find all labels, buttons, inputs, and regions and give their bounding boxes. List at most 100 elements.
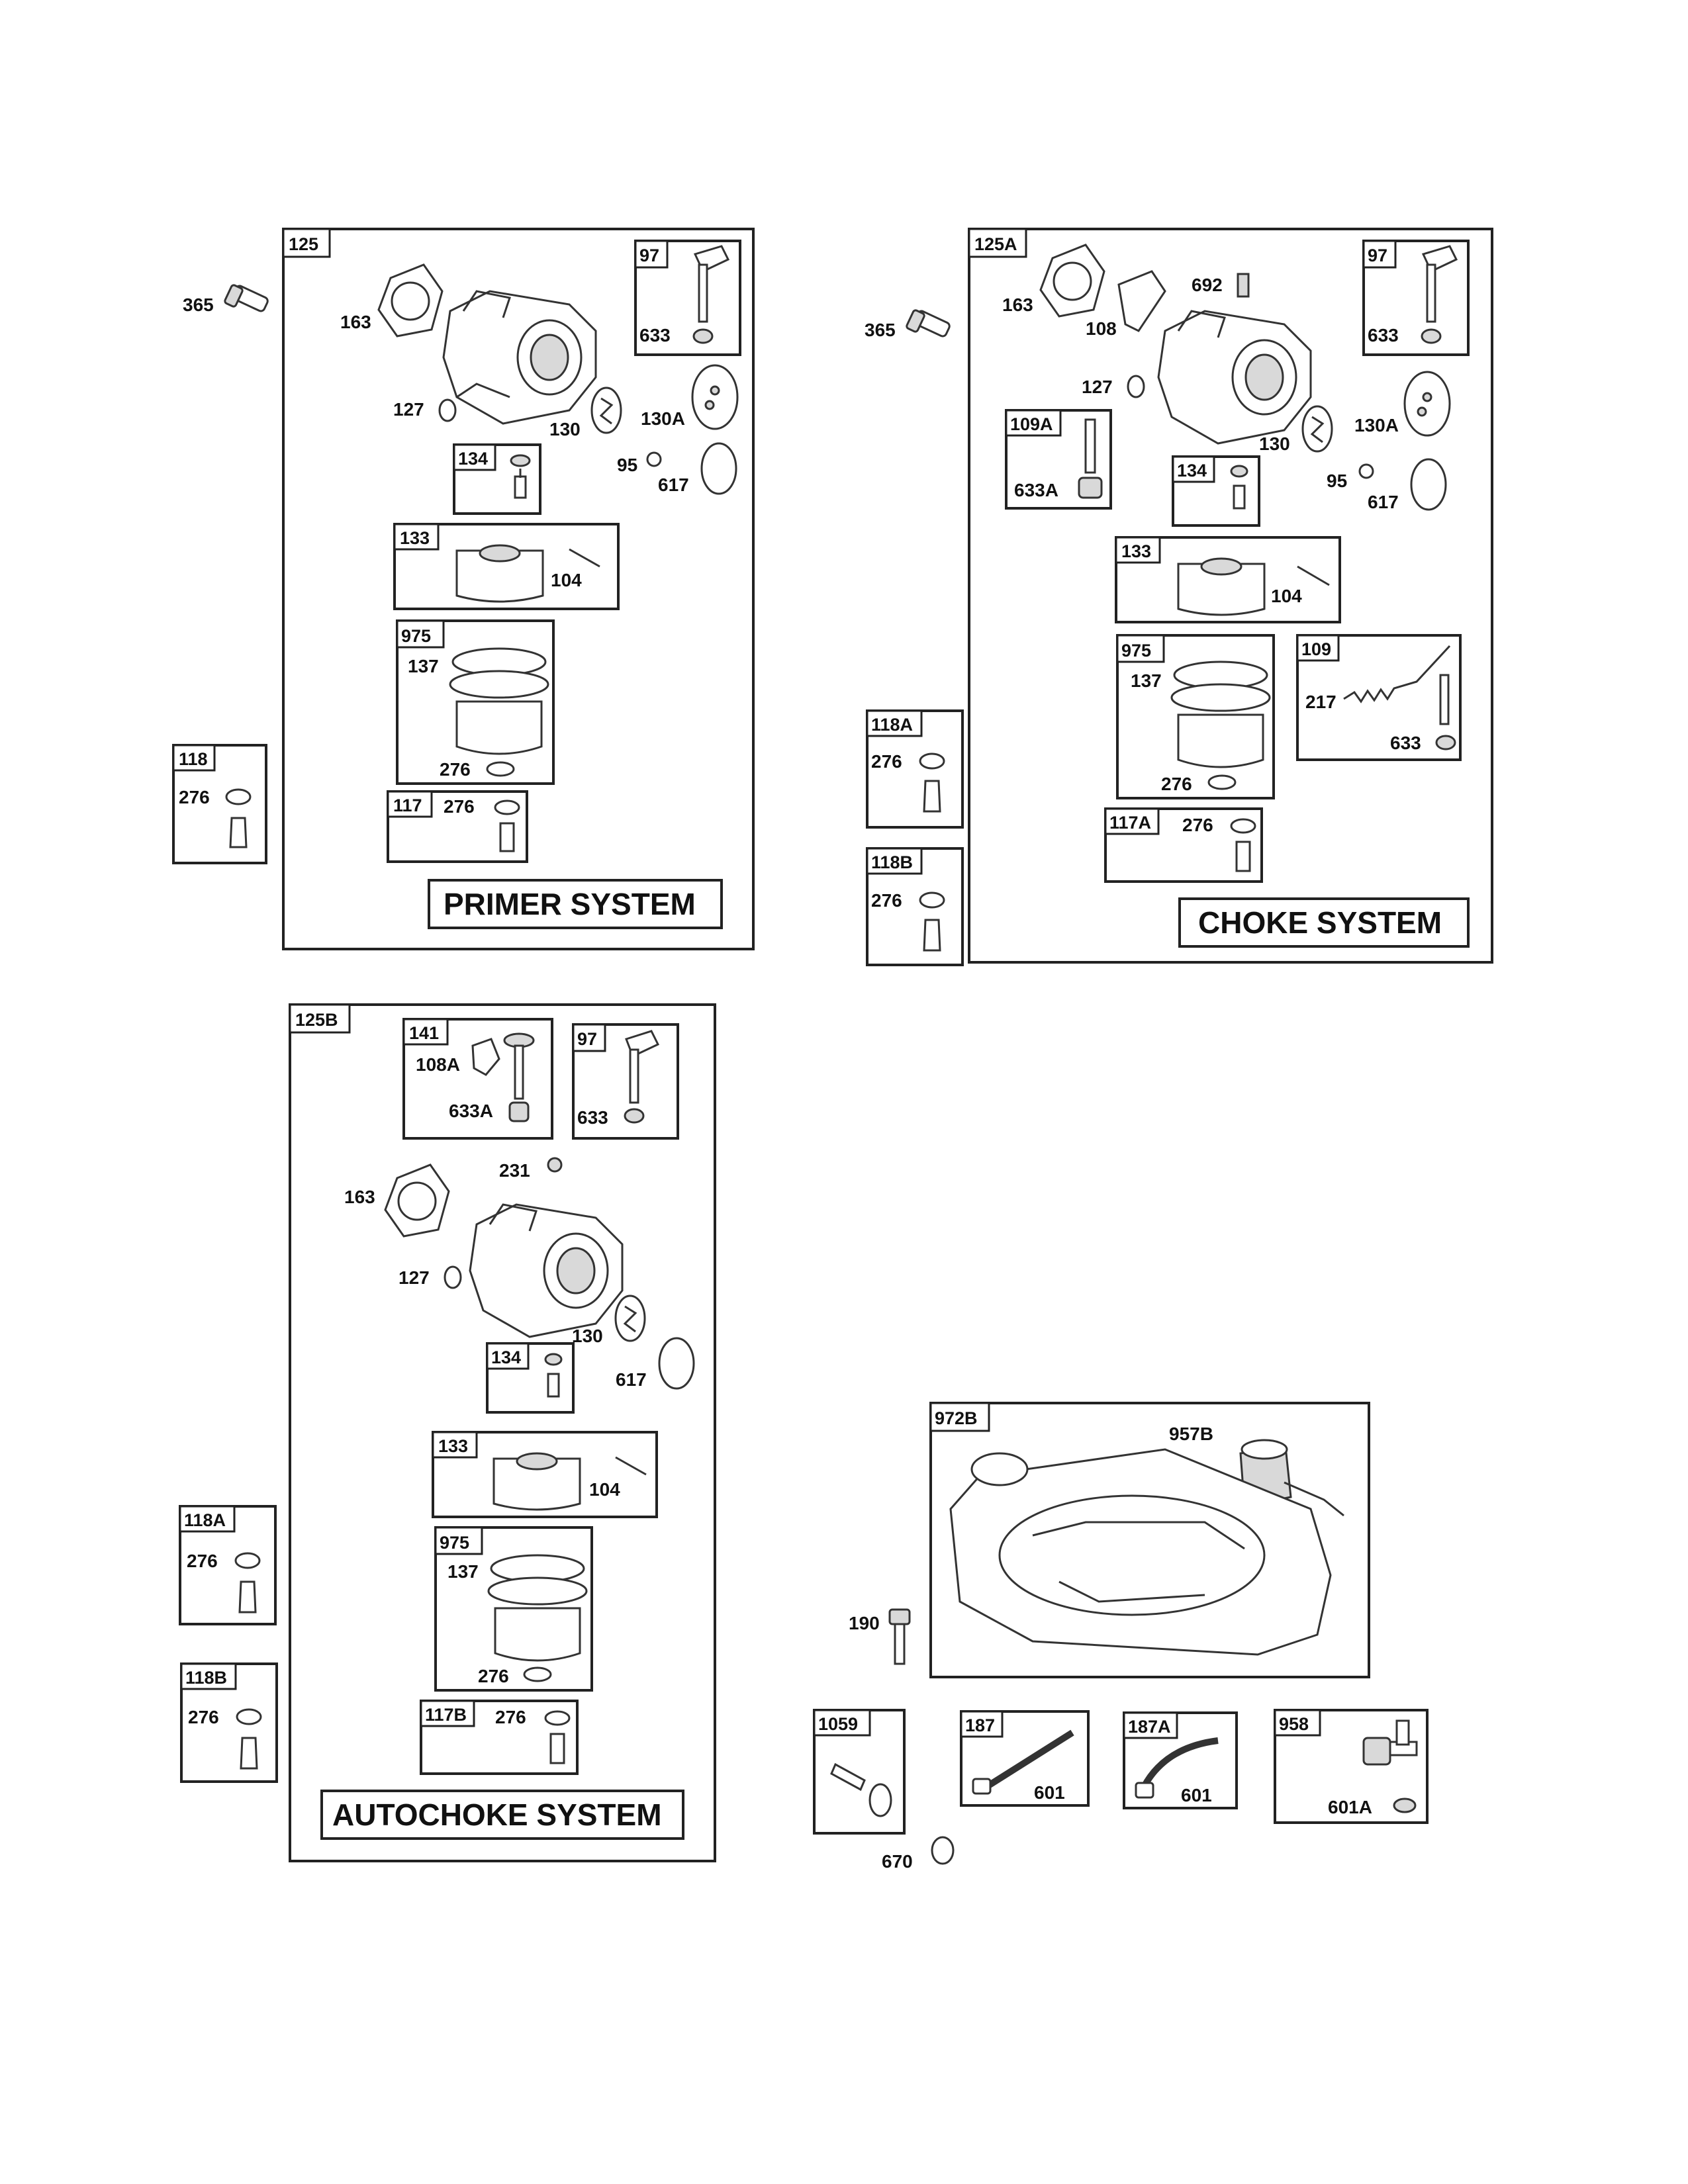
bolt-icon (923, 919, 941, 952)
autochoke-box-975: 975 137 276 (434, 1526, 593, 1692)
fuel-line-icon (1135, 1737, 1219, 1799)
bolt-icon (1235, 841, 1251, 872)
primer-oring-label: 127 (393, 399, 424, 420)
choke-box-118A: 118A 276 (866, 709, 964, 829)
choke-box-975: 975 137 276 (1116, 634, 1275, 799)
float-icon (455, 544, 544, 603)
seal-ring-icon (658, 1337, 695, 1390)
autochoke-b141-p1-label: 108A (416, 1054, 460, 1075)
needle-valve-icon (544, 1353, 563, 1398)
gasket-ring-icon (919, 752, 945, 770)
tank-box-187: 187 601 (960, 1710, 1090, 1807)
float-bowl-icon (1170, 660, 1271, 768)
needle-valve-icon (510, 454, 531, 499)
choke-lever-label: 108 (1086, 318, 1117, 339)
carburetor-body-icon (1157, 310, 1312, 445)
clamp-icon (1393, 1797, 1417, 1813)
primer-box-975: 975 137 276 (396, 619, 555, 785)
choke-b133-ref: 133 (1121, 541, 1151, 561)
tank-b187-ref: 187 (965, 1715, 995, 1735)
primer-box-133: 133 104 (393, 523, 620, 610)
fuel-tank-group: 972B 957B 190 1059 (813, 1402, 1429, 1872)
autochoke-b118A-ref: 118A (184, 1510, 226, 1530)
choke-lever-icon (1117, 270, 1166, 332)
autochoke-b141-ref: 141 (409, 1023, 439, 1043)
primer-box-97: 97 633 (634, 240, 741, 356)
tank-b1059-ref: 1059 (818, 1714, 858, 1734)
float-pin-icon (569, 548, 600, 568)
choke-box-117A: 117A 276 (1104, 807, 1263, 883)
choke-b117A-part-label: 276 (1182, 815, 1213, 835)
autochoke-box-133: 133 104 (432, 1431, 658, 1518)
fuel-line-icon (972, 1729, 1074, 1795)
autochoke-box-117B: 117B 276 (420, 1700, 579, 1775)
primer-box-118: 118 276 (172, 744, 267, 864)
choke-b109-p2-label: 633 (1390, 733, 1421, 753)
gasket-ring-icon (225, 788, 252, 805)
shaft-icon (692, 245, 730, 344)
oring-icon (438, 398, 457, 422)
choke-b118A-ref: 118A (871, 715, 913, 735)
gasket-ring-icon (523, 1666, 552, 1682)
primer-box-134: 134 (453, 443, 541, 515)
bolt-icon (549, 1733, 565, 1764)
choke-plate-icon (1301, 405, 1333, 453)
choke-system-group: 125A 365 163 108 692 127 130 130A (865, 228, 1493, 966)
choke-b975-p1-label: 137 (1131, 670, 1162, 691)
gasket-icon (377, 263, 444, 338)
screw-icon (547, 1157, 563, 1173)
autochoke-b117B-part-label: 276 (495, 1707, 526, 1727)
primer-screw-label: 365 (183, 295, 214, 315)
choke-box-109: 109 217 633 (1296, 634, 1462, 761)
autochoke-system-group: 125B 141 108A 633A 97 633 (179, 1003, 716, 1862)
primer-plate-icon (590, 387, 622, 434)
choke-b118B-ref: 118B (871, 852, 913, 872)
shaft-icon (503, 1032, 535, 1122)
float-bowl-icon (449, 647, 549, 755)
gasket-ring-icon (1207, 774, 1237, 790)
choke-plate-icon (614, 1295, 646, 1342)
primer-b975-p2-label: 276 (440, 759, 471, 780)
primer-seal-label: 617 (658, 475, 689, 495)
gasket-ring-icon (1230, 818, 1256, 834)
choke-b117A-ref: 117A (1109, 813, 1151, 833)
gasket-ring-icon (236, 1708, 262, 1725)
choke-b97-part-label: 633 (1368, 325, 1399, 345)
autochoke-b133-ref: 133 (438, 1436, 468, 1456)
choke-pin-label: 104 (1271, 586, 1302, 606)
gasket-ring-icon (494, 799, 520, 815)
shaft-icon (624, 1030, 660, 1124)
primer-b97-part-label: 633 (639, 325, 671, 345)
primer-b133-ref: 133 (400, 528, 430, 548)
choke-lever-icon (471, 1038, 500, 1076)
primer-box-117: 117 276 (387, 790, 528, 863)
tank-box-1059: 1059 (813, 1709, 906, 1835)
autochoke-b118B-part-label: 276 (188, 1707, 219, 1727)
primer-ref-tag (282, 228, 331, 258)
oring-icon (1127, 375, 1145, 398)
choke-box-133: 133 104 (1115, 536, 1341, 623)
screw-icon (224, 284, 269, 312)
gasket-ring-icon (931, 1836, 955, 1865)
primer-plate2-label: 130A (641, 408, 685, 429)
autochoke-box-141: 141 108A 633A (402, 1018, 553, 1140)
autochoke-box-118B: 118B 276 (180, 1662, 278, 1783)
choke-plate2-label: 130A (1354, 415, 1399, 435)
gasket-ring-icon (234, 1552, 261, 1569)
choke-plate-label: 130 (1259, 433, 1290, 454)
oring-icon (444, 1265, 462, 1289)
choke-system-frame (968, 228, 1493, 964)
primer-b118-ref: 118 (179, 749, 208, 769)
shaft-icon (1421, 245, 1458, 344)
tank-b187A-ref: 187A (1128, 1717, 1171, 1737)
shaft-icon (1078, 418, 1103, 499)
seal-ring-icon (1410, 458, 1447, 511)
carburetor-body-icon (469, 1203, 624, 1338)
autochoke-gasket-label: 163 (344, 1187, 375, 1207)
fitting-icon (830, 1762, 892, 1817)
primer-washer-label: 95 (617, 455, 637, 475)
tank-b187A-part-label: 601 (1181, 1785, 1212, 1805)
gasket-ring-icon (486, 761, 515, 777)
autochoke-box-97: 97 633 (572, 1023, 679, 1140)
